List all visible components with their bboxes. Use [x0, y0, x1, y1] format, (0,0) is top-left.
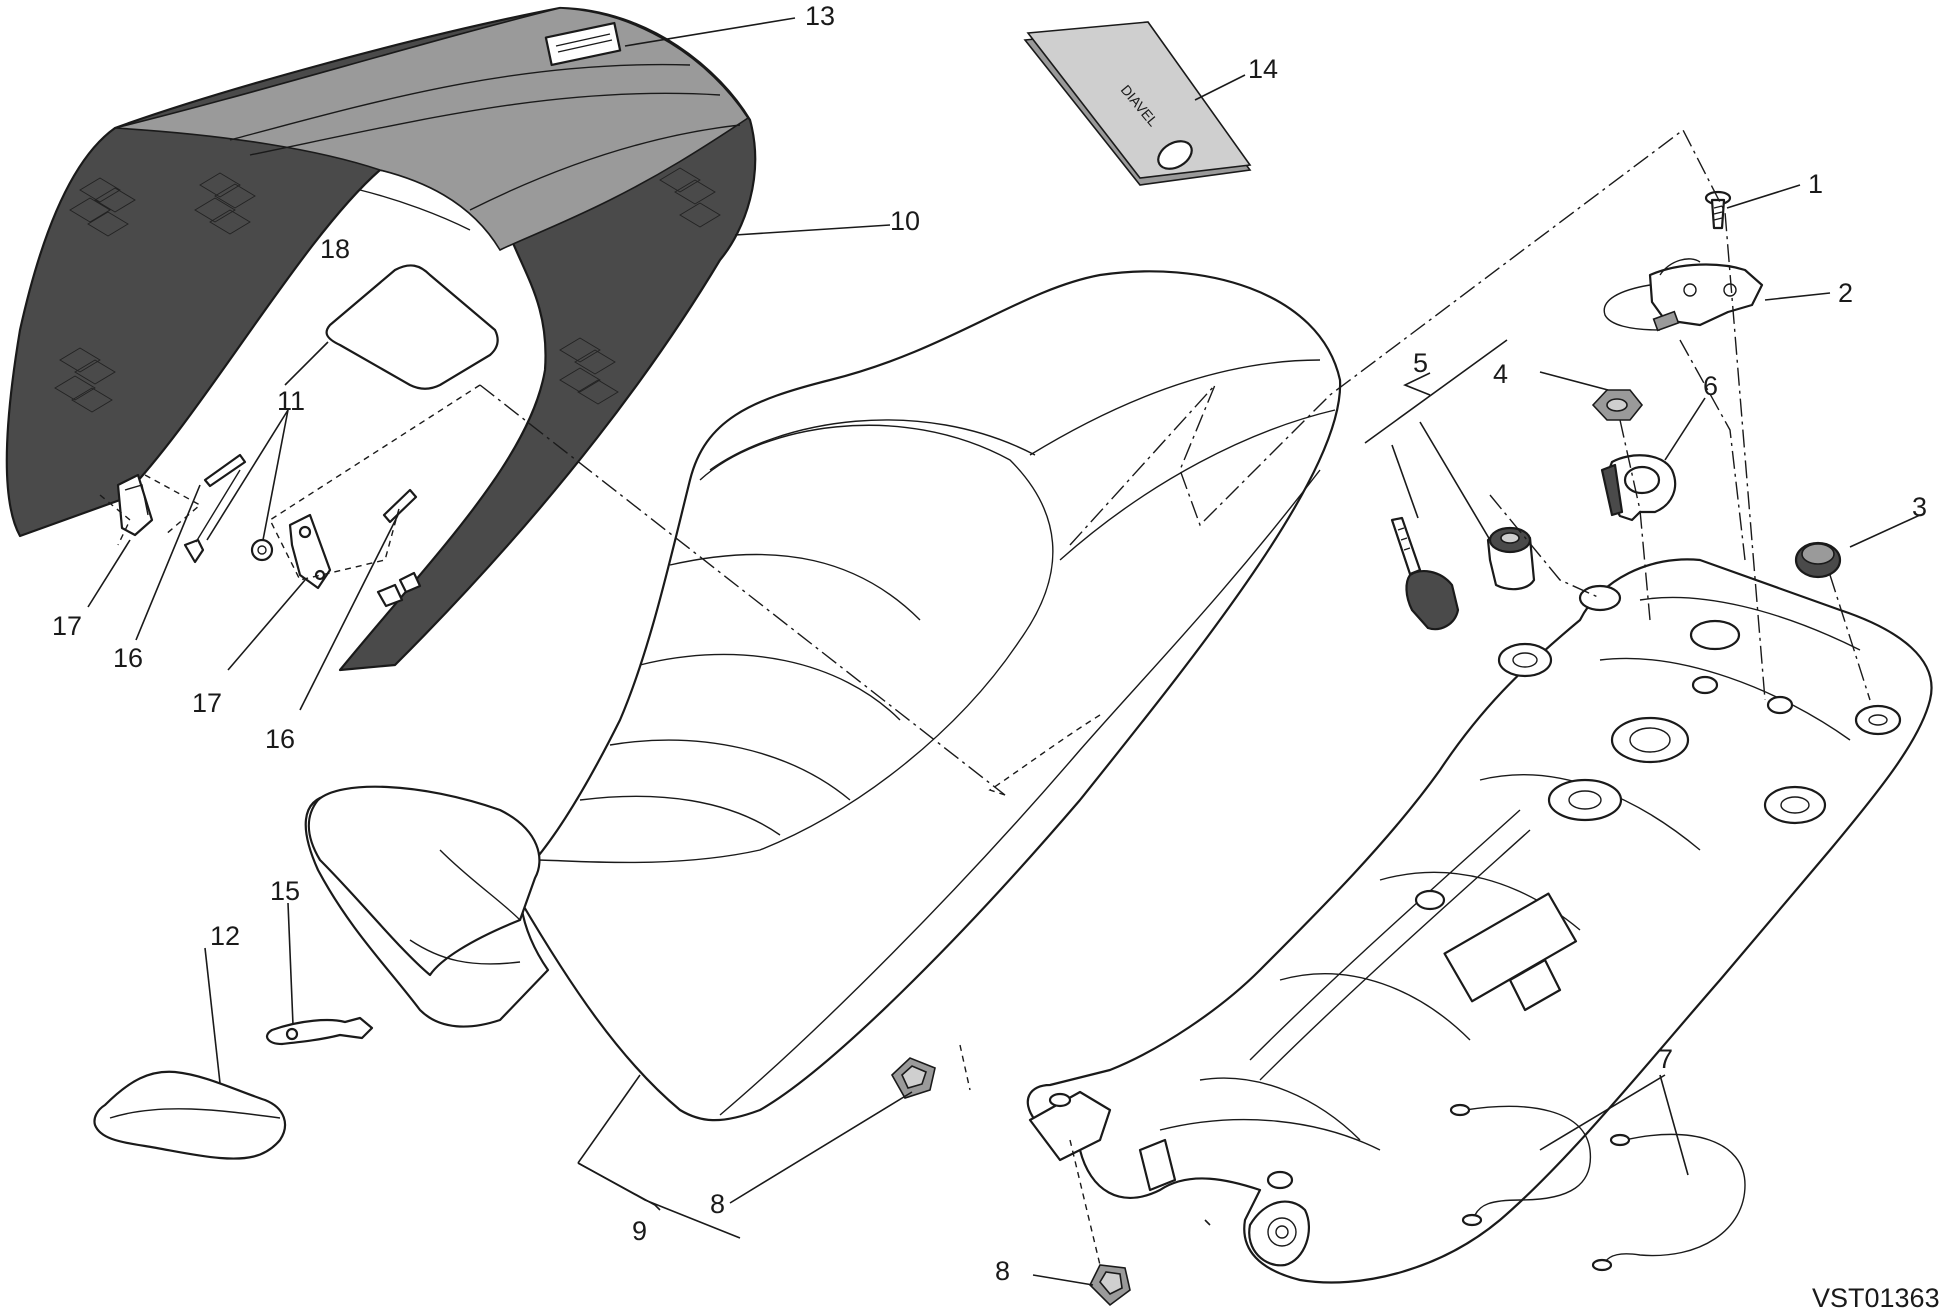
diagram-code: VST01363 [1812, 1283, 1940, 1313]
hinge-bracket-part-17-right[interactable] [288, 513, 332, 590]
lock-barrel-part-5[interactable] [1486, 526, 1536, 591]
callout-16-left: 16 [113, 643, 143, 673]
callout-7: 7 [1658, 1044, 1673, 1074]
bumper-part-8-lower[interactable] [1089, 1264, 1131, 1307]
callout-13: 13 [805, 1, 835, 31]
cover-texture [54, 167, 721, 413]
cable-part-7-right[interactable] [1591, 1133, 1746, 1272]
callout-12: 12 [210, 921, 240, 951]
key-part-5[interactable] [1390, 516, 1460, 631]
screw-part-16-right[interactable] [376, 488, 422, 608]
callout-8-upper: 8 [710, 1189, 725, 1219]
callout-labels: 1 2 3 4 5 6 7 8 8 9 10 11 12 13 14 15 16… [52, 1, 1927, 1286]
assembly-guide-lines [99, 128, 1871, 1266]
callout-6: 6 [1703, 371, 1718, 401]
callout-1: 1 [1808, 169, 1823, 199]
callout-10: 10 [890, 206, 920, 236]
callout-17-left: 17 [52, 611, 82, 641]
bumper-part-8-upper[interactable] [890, 1057, 936, 1099]
leader-lines [87, 17, 1921, 1286]
callout-15: 15 [270, 876, 300, 906]
pillion-pad-part-12[interactable] [93, 1070, 287, 1160]
latch-pin-part-15[interactable] [265, 1016, 374, 1046]
callout-3: 3 [1912, 492, 1927, 522]
cover-logo-badge [544, 21, 622, 67]
callout-17-right: 17 [192, 688, 222, 718]
grommet-part-3[interactable] [1794, 541, 1842, 579]
rear-subframe [1026, 558, 1933, 1284]
callout-4: 4 [1493, 359, 1508, 389]
lock-plate-part-6[interactable] [1600, 454, 1677, 522]
callout-8-lower: 8 [995, 1256, 1010, 1286]
callout-9: 9 [632, 1216, 647, 1246]
nut-part-11[interactable] [250, 538, 274, 562]
hinge-bracket-part-17-left[interactable] [116, 473, 154, 537]
cable-part-7-left[interactable] [1449, 1103, 1592, 1227]
screw-part-16-left[interactable] [183, 453, 247, 564]
callout-18: 18 [320, 234, 350, 264]
callout-5: 5 [1413, 348, 1428, 378]
seat-lock-part-2[interactable] [1603, 258, 1764, 332]
nut-part-4[interactable] [1591, 389, 1644, 421]
main-seat-part-9[interactable] [304, 270, 1342, 1122]
owner-manual-part-14[interactable]: DIAVEL [1023, 21, 1252, 186]
callout-2: 2 [1838, 278, 1853, 308]
callout-11: 11 [277, 386, 305, 416]
callout-16-right: 16 [265, 724, 295, 754]
callout-14: 14 [1248, 54, 1278, 84]
seat-cover-part-10[interactable] [5, 6, 757, 672]
pad-part-18[interactable] [325, 264, 499, 390]
